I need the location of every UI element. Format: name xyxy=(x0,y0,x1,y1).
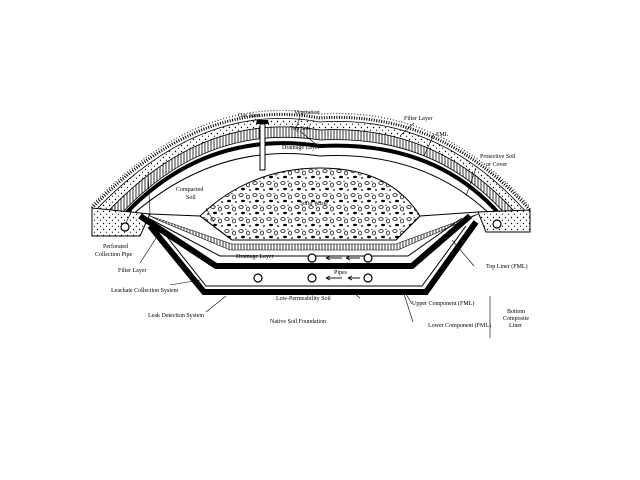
filter-layer-trough xyxy=(149,211,479,241)
label-collection-pipes-2: Pipes xyxy=(334,270,348,276)
label-collection-pipes-1: Collection xyxy=(340,263,365,269)
leader-lines xyxy=(125,116,491,338)
label-perforated-pipe-1: Perforated xyxy=(103,243,128,250)
collection-pipe-3 xyxy=(363,253,373,263)
gas-vent-pipe xyxy=(259,123,266,171)
compacted-soil-band xyxy=(119,153,501,227)
label-low-permeability-soil: Low-Permeability Soil xyxy=(276,296,331,302)
perforated-pipe xyxy=(120,222,130,232)
label-compacted-soil-1: Compacted xyxy=(176,187,203,193)
label-bottom-composite-1: Bottom xyxy=(507,309,525,315)
right-berm xyxy=(477,209,531,233)
lower-liner-fml xyxy=(147,220,479,295)
label-drainage-layer-mid: Drainage Layer xyxy=(236,254,273,260)
label-leak-detection: Leak Detection System xyxy=(148,313,204,319)
label-gas-vent: Gas Vent xyxy=(238,113,260,119)
flow-arrows xyxy=(325,255,360,281)
vegetation-grass-fringe xyxy=(91,109,531,208)
label-top-liner: Top Liner (FML) xyxy=(486,263,528,270)
cover-fml xyxy=(114,141,508,226)
collection-pipe-4 xyxy=(307,273,317,283)
label-bottom-composite-2: Composite xyxy=(503,316,529,322)
label-compacted-soil-2: Soil xyxy=(186,195,196,201)
label-perforated-pipe-2: Collection Pipe xyxy=(95,252,133,258)
solid-waste-mound xyxy=(199,167,421,241)
vegetation-grass xyxy=(90,112,532,212)
right-perimeter-pipe xyxy=(492,219,502,229)
label-upper-component: Upper Component (FML) xyxy=(412,300,474,307)
collection-pipe-1 xyxy=(253,273,263,283)
label-filter-layer-left: Filter Layer xyxy=(118,268,147,274)
top-liner-fml xyxy=(138,213,472,269)
label-drainage-layer-top: Drainage Layer xyxy=(282,145,319,151)
label-solid-waste: Solid Waste xyxy=(300,201,328,207)
label-lower-component: Lower Component (FML) xyxy=(428,322,491,329)
label-protective-soil-1: Protective Soil xyxy=(480,154,516,160)
label-top-soil: Top Soil xyxy=(290,126,311,132)
label-native-soil: Native Soil Foundation xyxy=(270,319,326,325)
label-protective-soil-2: or Cover xyxy=(486,162,507,168)
left-berm xyxy=(91,207,151,237)
gas-vent-cap xyxy=(256,120,269,124)
label-leachate-collection: Leachate Collection System xyxy=(111,288,179,294)
low-permeability-soil xyxy=(159,225,467,287)
label-bottom-composite-3: Liner xyxy=(509,323,522,329)
label-filter-layer-top: Filter Layer xyxy=(404,116,433,122)
label-vegetation: Vegetation xyxy=(294,110,320,116)
label-fml-top: FML xyxy=(436,132,449,138)
collection-pipe-2 xyxy=(307,253,317,263)
collection-pipe-5 xyxy=(363,273,373,283)
